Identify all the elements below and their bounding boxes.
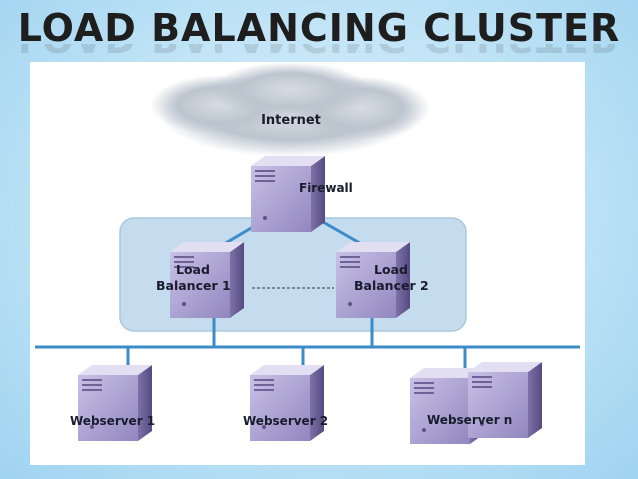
webserver-1-server-icon bbox=[78, 365, 152, 441]
slide-title: LOAD BALANCING CLUSTER bbox=[17, 6, 621, 50]
webserver-1-label: Webserver 1 bbox=[70, 414, 155, 428]
webserver-2-server-icon bbox=[250, 365, 324, 441]
webserver-2-label: Webserver 2 bbox=[243, 414, 328, 428]
load-balancer-1-label-line2: Balancer 1 bbox=[156, 278, 231, 293]
firewall-label: Firewall bbox=[299, 181, 353, 195]
internet-label: Internet bbox=[261, 113, 321, 128]
webserver-n-label: Webserver n bbox=[427, 413, 512, 427]
load-balancer-1-label-line1: Load bbox=[176, 262, 210, 277]
load-balancer-2-label-line1: Load bbox=[374, 262, 408, 277]
load-balancer-2-label-line2: Balancer 2 bbox=[354, 278, 429, 293]
internet-cloud bbox=[150, 62, 430, 157]
